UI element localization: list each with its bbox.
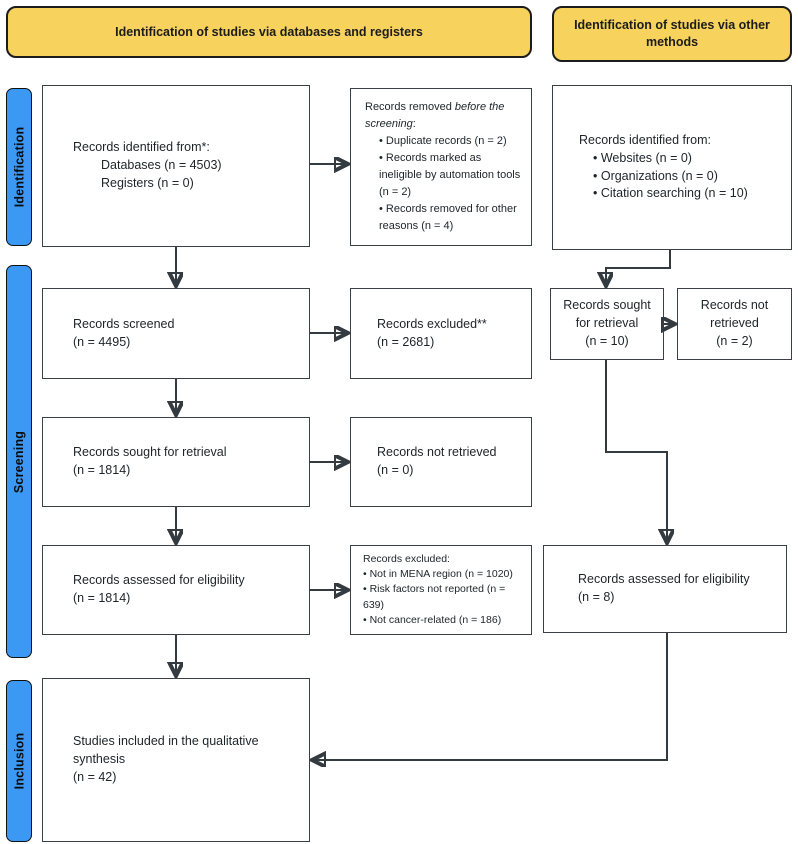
records-removed-title: Records removed before the screening:: [365, 99, 521, 133]
header-other-methods-label: Identification of studies via other meth…: [574, 18, 770, 49]
records-sought-line1: Records sought for retrieval: [73, 445, 227, 460]
records-identified-title: Records identified from*:: [73, 140, 210, 155]
removed-bullet-other: • Records removed for other reasons (n =…: [379, 203, 517, 233]
studies-included-line1: Studies included in the qualitative synt…: [73, 734, 259, 767]
records-assessed-other-line1: Records assessed for eligibility: [578, 572, 750, 587]
box-records-identified-other: Records identified from: • Websites (n =…: [552, 85, 792, 250]
sidebar-identification-label: Identification: [12, 126, 27, 208]
records-screened-count: (n = 4495): [73, 334, 131, 349]
box-records-not-retrieved: Records not retrieved (n = 0): [350, 417, 532, 507]
excluded-reason-risk: • Risk factors not reported (n = 639): [363, 583, 506, 611]
other-bullet-websites: • Websites (n = 0): [593, 150, 692, 165]
other-bullet-citation: • Citation searching (n = 10): [593, 186, 748, 201]
box-records-removed: Records removed before the screening: • …: [350, 88, 532, 246]
records-assessed-count: (n = 1814): [73, 591, 131, 605]
header-databases-registers-label: Identification of studies via databases …: [115, 24, 423, 39]
records-assessed-line1: Records assessed for eligibility: [73, 573, 245, 588]
records-excluded-line1: Records excluded**: [377, 316, 487, 331]
records-removed-title-normal: Records removed: [365, 100, 455, 113]
records-sought-count: (n = 1814): [73, 463, 131, 477]
excluded-reason-cancer: • Not cancer-related (n = 186): [363, 613, 502, 626]
sidebar-screening: Screening: [6, 265, 32, 658]
box-not-retrieved-other: Records not retrieved (n = 2): [677, 288, 792, 360]
box-records-identified: Records identified from*: Databases (n =…: [42, 85, 310, 247]
records-identified-databases: Databases (n = 4503): [101, 158, 222, 173]
box-records-assessed: Records assessed for eligibility (n = 18…: [42, 545, 310, 635]
box-studies-included: Studies included in the qualitative synt…: [42, 678, 310, 842]
records-removed-title-italic: before the screening: [365, 100, 505, 130]
excluded-reasons-title: Records excluded:: [363, 552, 450, 565]
records-assessed-other-count: (n = 8): [578, 590, 615, 604]
sought-other-line1: Records sought for retrieval: [563, 298, 651, 331]
records-not-retrieved-count: (n = 0): [377, 463, 414, 477]
box-records-sought: Records sought for retrieval (n = 1814): [42, 417, 310, 507]
sidebar-inclusion-label: Inclusion: [12, 732, 27, 790]
box-records-assessed-other: Records assessed for eligibility (n = 8): [543, 545, 787, 633]
sidebar-inclusion: Inclusion: [6, 680, 32, 842]
records-excluded-count: (n = 2681): [377, 334, 435, 349]
sidebar-identification: Identification: [6, 88, 32, 246]
records-not-retrieved-line1: Records not retrieved: [377, 445, 497, 460]
records-identified-other-title: Records identified from:: [579, 133, 712, 147]
box-sought-retrieval-other: Records sought for retrieval (n = 10): [550, 288, 664, 360]
header-other-methods: Identification of studies via other meth…: [552, 6, 792, 62]
not-retrieved-other-count: (n = 2): [716, 333, 753, 348]
removed-bullet-duplicates: • Duplicate records (n = 2): [379, 134, 507, 147]
header-databases-registers: Identification of studies via databases …: [6, 6, 532, 58]
excluded-reason-mena: • Not in MENA region (n = 1020): [363, 568, 513, 581]
box-records-screened: Records screened (n = 4495): [42, 288, 310, 379]
removed-bullet-automation: • Records marked as ineligible by automa…: [379, 151, 521, 199]
records-screened-line1: Records screened: [73, 316, 175, 331]
box-records-excluded: Records excluded** (n = 2681): [350, 288, 532, 379]
records-identified-registers: Registers (n = 0): [101, 175, 194, 190]
records-removed-title-suffix: :: [412, 117, 416, 130]
studies-included-count: (n = 42): [73, 769, 117, 784]
sidebar-screening-label: Screening: [12, 430, 26, 493]
box-excluded-reasons: Records excluded: • Not in MENA region (…: [350, 545, 532, 635]
other-bullet-organizations: • Organizations (n = 0): [593, 168, 718, 183]
sought-other-count: (n = 10): [585, 333, 629, 348]
not-retrieved-other-line1: Records not retrieved: [700, 298, 769, 331]
